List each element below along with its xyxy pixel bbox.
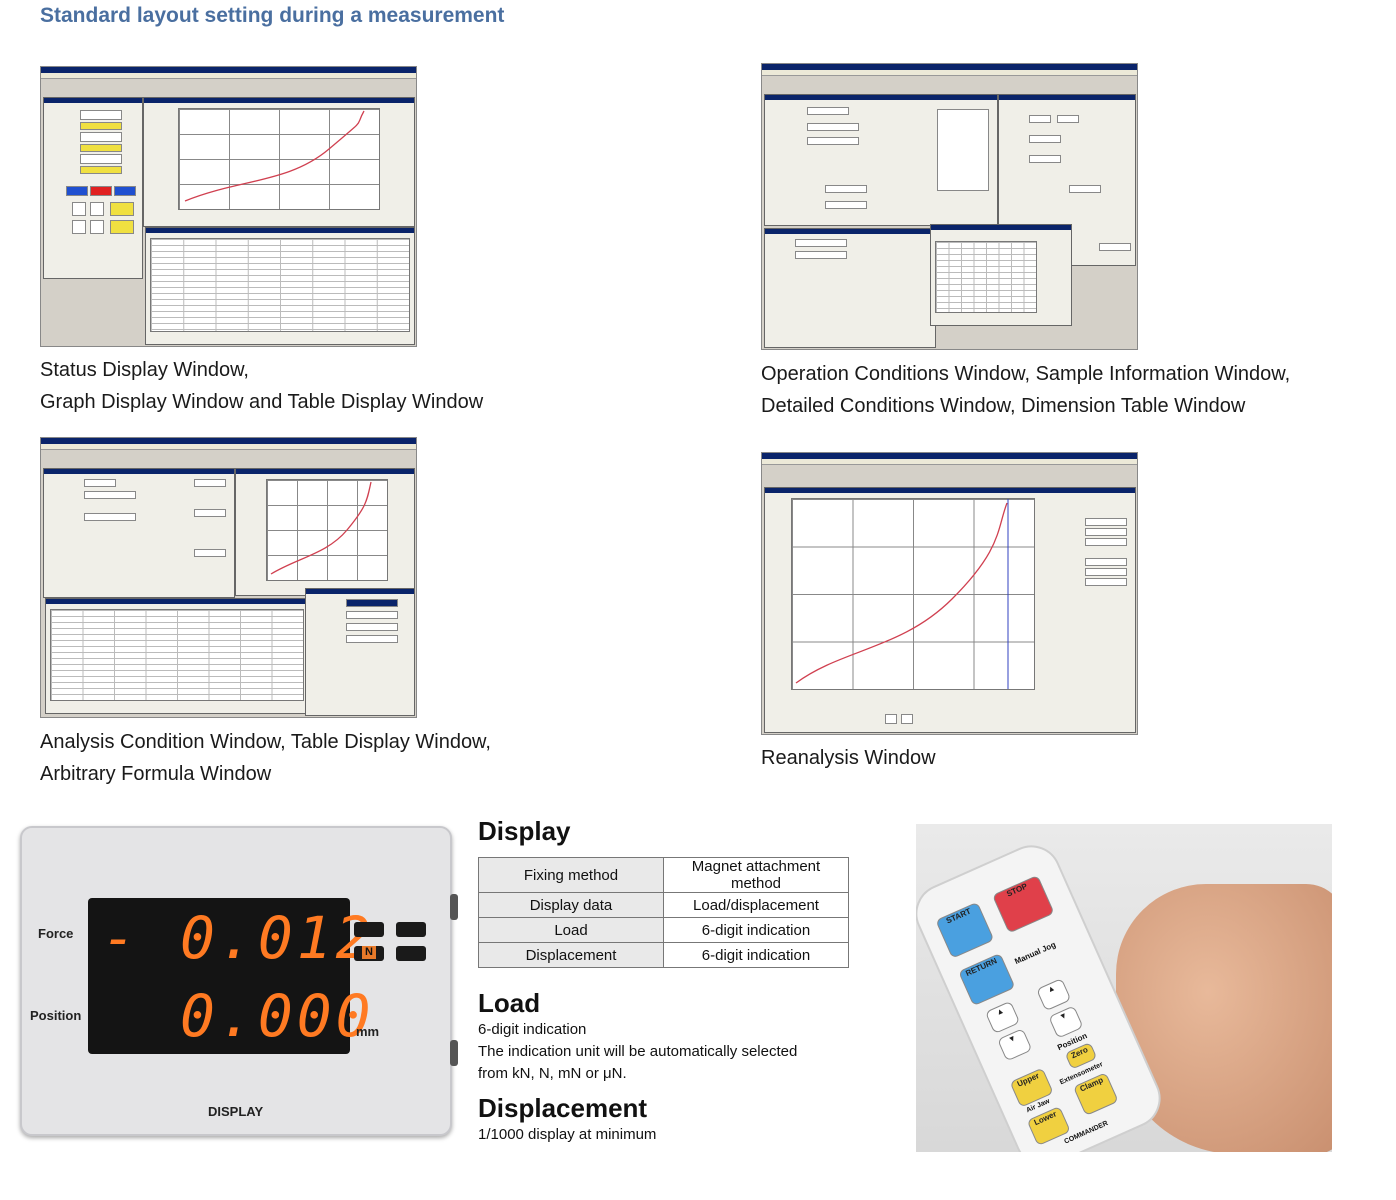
indicator-block (396, 946, 426, 961)
displacement-section-text: 1/1000 display at minimum (478, 1126, 657, 1143)
caption-screen-4: Reanalysis Window (761, 747, 936, 769)
position-label: Position (30, 1008, 82, 1023)
return-button: RETURN (958, 952, 1016, 1007)
stop-button: STOP (991, 874, 1055, 934)
display-section-title: Display (478, 816, 571, 846)
commander-label: COMMANDER (1063, 1120, 1110, 1146)
caption-screen-3: Analysis Condition Window, Table Display… (40, 731, 491, 785)
jog-down-button: ▼ (997, 1028, 1033, 1062)
unit-n-indicator: N (354, 946, 384, 961)
indicator-block (354, 922, 384, 937)
load-section-title: Load (478, 988, 541, 1018)
sample-information-window (764, 228, 936, 348)
operation-conditions-window (764, 94, 998, 226)
table-display-window (145, 227, 415, 345)
graph-display-window (143, 97, 415, 227)
page-heading: Standard layout setting during a measure… (40, 4, 505, 27)
analysis-condition-window (43, 468, 235, 598)
manual-jog-label: Manual Jog (1013, 939, 1058, 967)
load-section-text: 6-digit indication The indication unit w… (478, 1021, 798, 1082)
indicator-block (396, 922, 426, 937)
spec-value: Load/displacement (663, 892, 849, 918)
arbitrary-formula-window (305, 588, 415, 716)
clamp-button: Clamp (1072, 1072, 1119, 1117)
device-name: DISPLAY (208, 1104, 264, 1119)
jog-fast-up-button: ▲ (1036, 977, 1072, 1012)
screenshot-analysis-condition (40, 437, 417, 718)
reanalysis-window (764, 487, 1136, 733)
spec-value: 6-digit indication (663, 917, 849, 943)
graph-window (235, 468, 415, 596)
display-unit-photo: Force Position - 0.012 0.000 N mm DISPLA… (20, 826, 458, 1136)
screenshot-status-graph-table (40, 66, 417, 347)
screenshot-operation-conditions (761, 63, 1138, 350)
spec-key: Display data (478, 892, 664, 918)
side-connector (450, 894, 458, 920)
spec-key: Fixing method (478, 857, 664, 893)
spec-key: Load (478, 917, 664, 943)
side-connector (450, 1040, 458, 1066)
caption-screen-1: Status Display Window, Graph Display Win… (40, 359, 484, 413)
spec-value: 6-digit indication (663, 942, 849, 968)
spec-key: Displacement (478, 942, 664, 968)
jog-up-button: ▲ (984, 1000, 1021, 1035)
status-display-window (43, 97, 143, 279)
spec-value: Magnet attachment method (663, 857, 849, 893)
dimension-table-window (930, 224, 1072, 326)
remote-commander-photo: START STOP RETURN Manual Jog ▲ ▲ ▼ ▼ Pos… (916, 824, 1332, 1152)
position-readout: 0.000 (180, 982, 375, 1050)
caption-screen-2: Operation Conditions Window, Sample Info… (761, 363, 1291, 417)
start-button: START (935, 901, 995, 959)
screenshot-reanalysis (761, 452, 1138, 735)
table-display-window-2 (45, 598, 309, 714)
force-sign: - (102, 906, 140, 971)
unit-mm-label: mm (356, 1024, 380, 1039)
displacement-section-title: Displacement (478, 1093, 648, 1123)
force-readout: 0.012 (180, 904, 375, 972)
force-label: Force (38, 926, 74, 941)
unit-n-label: N (362, 946, 376, 959)
lcd-panel: - 0.012 0.000 (88, 898, 371, 1054)
